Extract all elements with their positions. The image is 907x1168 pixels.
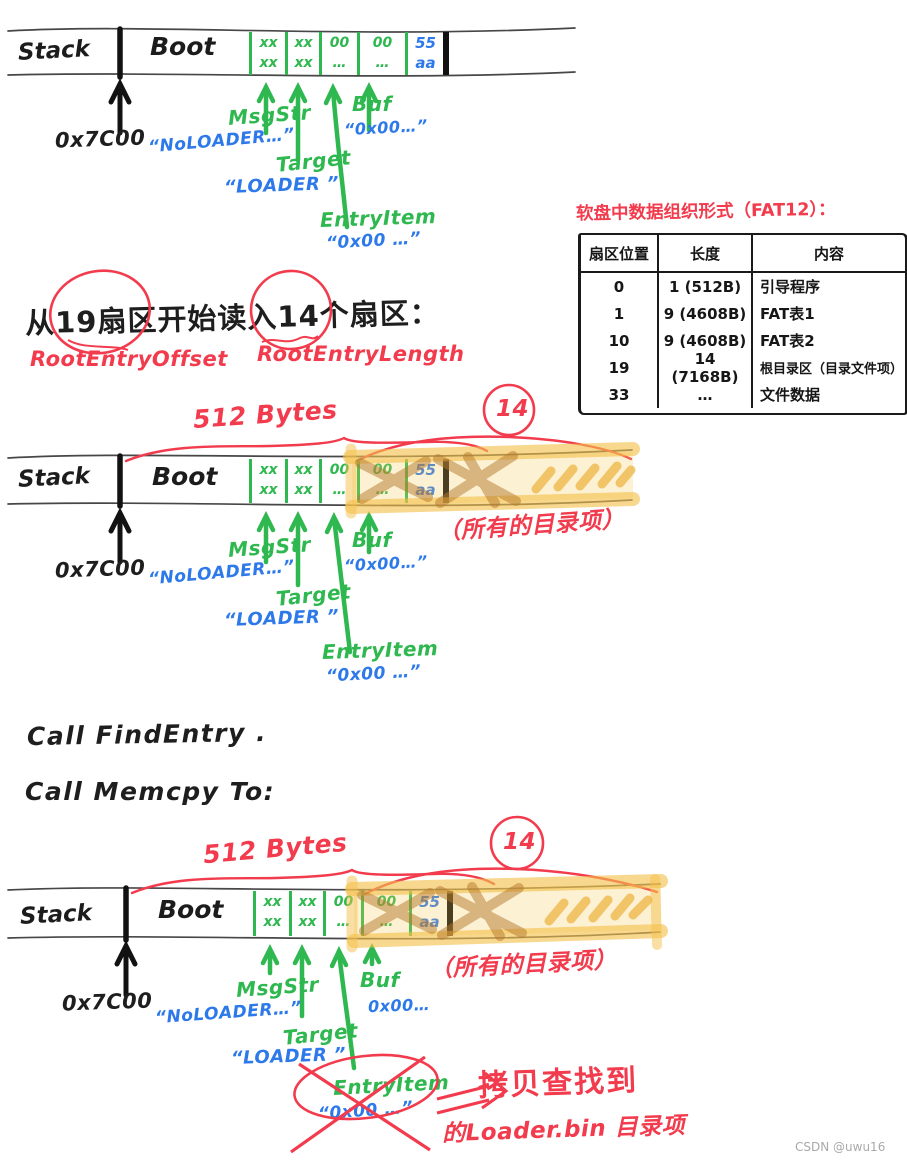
buf-value: “0x00…” — [343, 115, 429, 140]
cell-entryitem: 00… — [319, 459, 357, 503]
table-header: 扇区位置 — [581, 235, 659, 271]
table-cell: 1 — [581, 300, 659, 327]
count-14-label: 14 — [503, 829, 537, 855]
origin-address-label: 0x7C00 — [54, 555, 146, 583]
table-header: 长度 — [659, 235, 753, 271]
table-cell: 9 (4608B) — [659, 300, 753, 327]
hatch-dashes — [531, 461, 636, 494]
table-cell: 10 — [581, 327, 659, 354]
stack-label: Stack — [17, 463, 91, 493]
boot-label: Boot — [152, 462, 218, 491]
stack-label: Stack — [17, 36, 91, 66]
table-row: 1 9 (4608B) FAT表1 — [581, 300, 905, 327]
table-cell: FAT表1 — [760, 305, 815, 323]
table-cell: … — [659, 381, 753, 408]
origin-arrow — [108, 507, 132, 565]
table-row: 0 1 (512B) 引导程序 — [581, 273, 905, 300]
table-cell: 0 — [581, 273, 659, 300]
msgstr-label: MsgStr — [227, 532, 312, 562]
fat12-table: 扇区位置 长度 内容 0 1 (512B) 引导程序 1 9 (4608B) F… — [578, 233, 907, 415]
entryitem-label: EntryItem — [321, 635, 439, 665]
origin-arrow — [114, 940, 138, 998]
table-cell: FAT表2 — [760, 332, 815, 350]
stack-label: Stack — [19, 900, 93, 930]
cell-buf: 00… — [357, 32, 405, 75]
table-cell: 引导程序 — [760, 278, 821, 296]
cell-entryitem: 00… — [319, 32, 357, 75]
watermark: CSDN @uwu16 — [795, 1140, 886, 1154]
count-14-label: 14 — [496, 396, 530, 422]
hatch-dashes — [544, 893, 653, 926]
call-findentry-note: Call FindEntry . — [26, 717, 268, 752]
table-cell: 根目录区（目录文件项） — [760, 362, 904, 377]
bytes-512-label: 512 Bytes — [202, 827, 349, 870]
table-cell: 33 — [581, 381, 659, 408]
table-header: 内容 — [813, 244, 844, 263]
table-row: 33 … 文件数据 — [581, 381, 905, 408]
bytes-512-label: 512 Bytes — [192, 394, 339, 435]
target-label: Target — [274, 145, 353, 177]
buf-value: 0x00… — [367, 994, 431, 1017]
sector-end-bar — [443, 32, 449, 75]
root-entry-offset-label: RootEntryOffset — [30, 347, 228, 371]
buf-value: “0x00…” — [343, 551, 429, 576]
root-entry-length-label: RootEntryLength — [257, 342, 465, 366]
sector-end-bar — [447, 891, 453, 936]
table-row: 10 9 (4608B) FAT表2 — [581, 327, 905, 354]
copy-found-note-line2: 的Loader.bin 目录项 — [441, 1112, 686, 1148]
entryitem-value: “0x00 …” — [317, 1097, 414, 1125]
msgstr-value: “NoLOADER…” — [154, 997, 303, 1029]
target-value: “LOADER ” — [223, 605, 340, 632]
origin-address-label: 0x7C00 — [54, 125, 146, 153]
boot-label: Boot — [158, 895, 224, 924]
entryitem-value: “0x00 …” — [325, 228, 422, 254]
entryitem-value: “0x00 …” — [325, 661, 422, 687]
msgstr-label: MsgStr — [227, 100, 312, 130]
msgstr-value: “NoLOADER…” — [147, 556, 296, 590]
table-cell: 1 (512B) — [659, 273, 753, 300]
table-title: 软盘中数据组织形式（FAT12）： — [575, 199, 836, 225]
table-header-row: 扇区位置 长度 内容 — [581, 235, 905, 273]
all-entries-note: （所有的目录项） — [428, 947, 618, 983]
buf-label: Buf — [352, 92, 392, 116]
read-sectors-note: 从19扇区开始读入14个扇区： — [24, 295, 441, 341]
cell-entryitem: 00… — [323, 891, 361, 936]
msgstr-value: “NoLOADER…” — [147, 124, 296, 158]
msgstr-label: MsgStr — [235, 972, 320, 1002]
cell-buf: 00… — [357, 459, 405, 503]
call-memcpy-note: Call Memcpy To: — [25, 777, 276, 806]
table-row: 19 14 (7168B) 根目录区（目录文件项） — [581, 350, 905, 386]
all-entries-note: （所有的目录项） — [436, 506, 626, 546]
buf-label: Buf — [360, 968, 400, 992]
origin-address-label: 0x7C00 — [61, 988, 153, 1016]
buf-label: Buf — [352, 528, 392, 552]
table-cell: 14 (7168B) — [659, 350, 753, 386]
copy-found-note-line1: 拷贝查找到 — [477, 1063, 639, 1104]
table-cell: 文件数据 — [760, 386, 821, 404]
entryitem-label: EntryItem — [332, 1069, 450, 1101]
cell-buf: 00… — [361, 891, 409, 936]
boot-label: Boot — [150, 32, 216, 61]
table-cell: 9 (4608B) — [659, 327, 753, 354]
target-value: “LOADER ” — [230, 1043, 347, 1070]
target-value: “LOADER ” — [223, 172, 340, 199]
table-cell: 19 — [581, 354, 659, 381]
sector-end-bar — [443, 459, 449, 503]
